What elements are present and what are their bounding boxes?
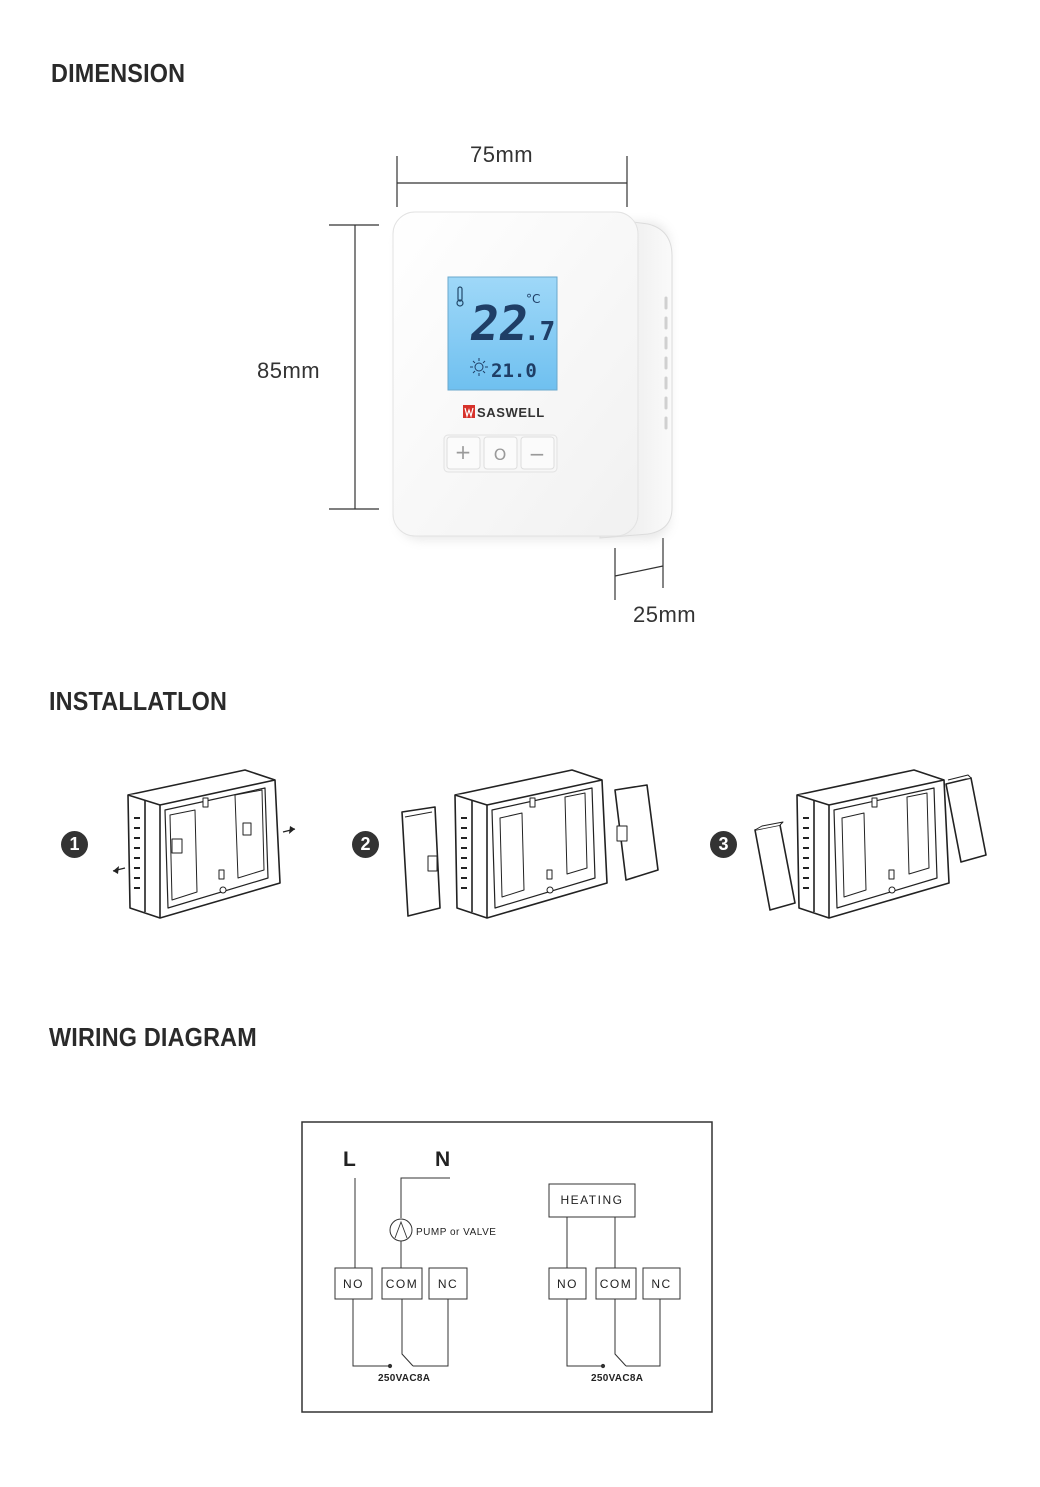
lcd-decimal: .7	[524, 317, 555, 347]
section-title-installation: INSTALLATLON	[49, 686, 228, 716]
minus-button[interactable]	[520, 436, 555, 470]
installation-step-2-drawing	[401, 769, 659, 919]
mode-button[interactable]	[483, 436, 518, 470]
depth-dimension-line	[614, 538, 664, 600]
width-label: 75mm	[470, 142, 534, 167]
step-number-1: 1	[61, 831, 88, 858]
lcd-display	[447, 276, 558, 391]
rating-label-right: 250VAC8A	[591, 1373, 644, 1384]
terminal-label-com-right: COM	[599, 1277, 633, 1291]
button-panel: + O −	[443, 434, 558, 473]
heating-label: HEATING	[560, 1193, 624, 1207]
terminal-label-nc-right: NC	[651, 1277, 672, 1291]
lcd-unit: °C	[526, 292, 540, 306]
pump-valve-label: PUMP or VALVE	[416, 1227, 497, 1238]
step-number-2: 2	[352, 831, 379, 858]
line-label: L	[343, 1148, 356, 1171]
thermometer-icon	[456, 286, 464, 307]
dimension-figure: 22 °C .7 21.0 SASWELL + O	[329, 156, 673, 600]
terminal-label-no-right: NO	[557, 1277, 578, 1291]
step-number-3: 3	[710, 831, 737, 858]
installation-step-3-drawing	[754, 769, 987, 919]
mode-icon: O	[494, 445, 507, 464]
brand-name: SASWELL	[477, 405, 545, 420]
pump-valve-symbol-icon	[389, 1218, 413, 1242]
height-label: 85mm	[257, 358, 321, 383]
plus-icon: +	[455, 440, 472, 464]
rating-label-left: 250VAC8A	[378, 1373, 431, 1384]
section-title-wiring-diagram: WIRING DIAGRAM	[49, 1022, 257, 1052]
neutral-label: N	[435, 1148, 451, 1171]
section-title-dimension: DIMENSION	[51, 58, 186, 88]
sun-icon	[470, 358, 488, 376]
installation-figure	[112, 769, 987, 919]
lcd-temperature: 22	[466, 296, 532, 352]
plus-button[interactable]	[446, 436, 481, 470]
thermostat-device: 22 °C .7 21.0 SASWELL + O	[392, 211, 673, 540]
terminal-label-com-left: COM	[385, 1277, 419, 1291]
terminal-label-nc-left: NC	[437, 1277, 459, 1291]
saswell-logo-icon	[463, 405, 475, 419]
depth-label: 25mm	[633, 602, 697, 627]
installation-step-1-drawing	[112, 769, 296, 919]
lcd-setpoint: 21.0	[491, 360, 537, 382]
terminal-label-no-left: NO	[343, 1277, 364, 1291]
minus-icon: −	[529, 442, 546, 466]
wiring-frame	[301, 1121, 713, 1413]
height-dimension-line	[329, 224, 379, 510]
width-dimension-line	[396, 156, 628, 207]
